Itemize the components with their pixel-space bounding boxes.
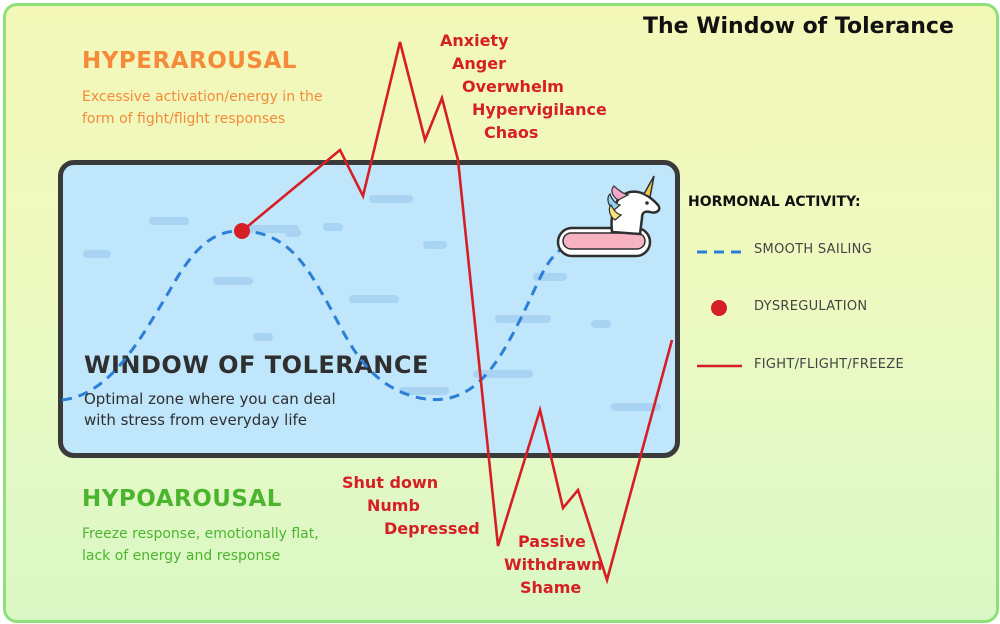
fight-flight-freeze-line — [241, 41, 674, 585]
state-label: Shame — [520, 578, 582, 597]
window-of-tolerance-zone — [58, 160, 680, 458]
hyperarousal-description: Excessive activation/energy in the form … — [82, 86, 323, 130]
state-label: Passive — [518, 532, 586, 551]
hypoarousal-heading: HYPOAROUSAL — [82, 486, 282, 512]
hyperarousal-desc-line1: Excessive activation/energy in the — [82, 89, 323, 105]
legend-dysregulation-label: DYSREGULATION — [754, 299, 868, 314]
smooth-sailing-wave — [61, 229, 564, 402]
state-label: Withdrawn — [504, 555, 603, 574]
hyperarousal-heading: HYPERAROUSAL — [82, 48, 297, 74]
page-title: The Window of Tolerance — [643, 14, 954, 39]
window-description: Optimal zone where you can deal with str… — [84, 389, 336, 431]
legend-heading: HORMONAL ACTIVITY: — [688, 194, 861, 210]
state-label: Shut down — [342, 473, 439, 492]
window-desc-line1: Optimal zone where you can deal — [84, 390, 336, 408]
state-label: Anxiety — [440, 31, 509, 50]
window-desc-line2: with stress from everyday life — [84, 411, 308, 429]
legend-dysregulation-symbol — [711, 300, 727, 316]
water-dashes — [83, 195, 661, 411]
state-label: Depressed — [384, 519, 480, 538]
legend-smooth-label: SMOOTH SAILING — [754, 242, 873, 257]
state-label: Anger — [452, 54, 506, 73]
dysregulation-dot — [234, 223, 250, 239]
state-label: Chaos — [484, 123, 539, 142]
hypoarousal-desc-line2: lack of energy and response — [82, 548, 281, 564]
hyperarousal-desc-line2: form of fight/flight responses — [82, 111, 286, 127]
legend-fff-label: FIGHT/FLIGHT/FREEZE — [754, 357, 904, 372]
window-heading: WINDOW OF TOLERANCE — [84, 351, 429, 379]
state-label: Hypervigilance — [472, 100, 607, 119]
hypoarousal-description: Freeze response, emotionally flat, lack … — [82, 523, 319, 567]
state-label: Overwhelm — [462, 77, 564, 96]
unicorn-float-icon — [556, 175, 661, 258]
state-label: Numb — [367, 496, 420, 515]
hypoarousal-desc-line1: Freeze response, emotionally flat, — [82, 526, 319, 542]
